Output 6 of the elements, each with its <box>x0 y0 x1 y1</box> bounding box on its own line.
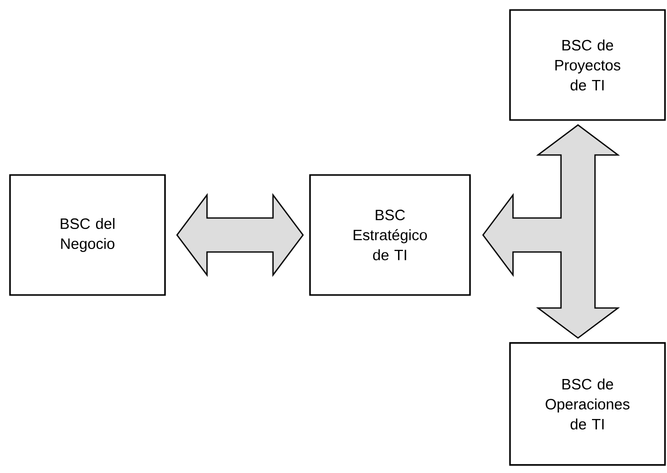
block-arrow <box>176 193 304 277</box>
text-box: BSC del Negocio <box>9 174 166 296</box>
text-box: BSC Estratégico de TI <box>309 174 471 296</box>
text-box: BSC de Operaciones de TI <box>509 342 666 466</box>
text-box: BSC de Proyectos de TI <box>509 9 666 121</box>
block-arrow <box>482 124 620 339</box>
